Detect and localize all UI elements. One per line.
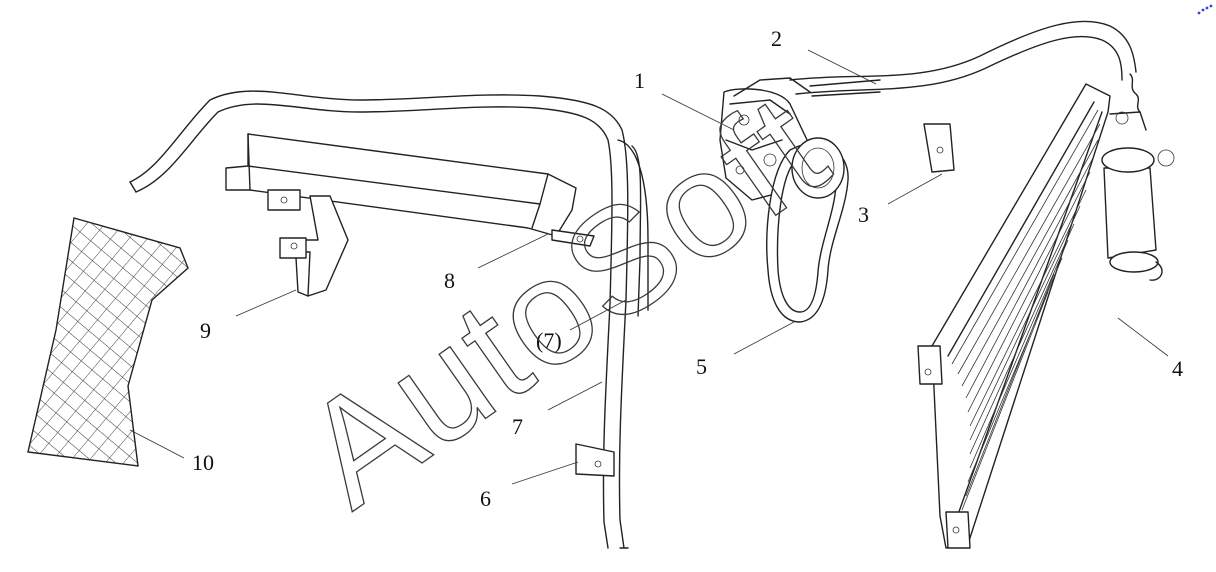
- callout-5: 5: [696, 354, 707, 379]
- clip-part-6: [575, 443, 615, 477]
- air-duct-part-8: [225, 133, 595, 247]
- leader-lines: [129, 49, 1169, 485]
- bracket-part-3: [923, 123, 955, 173]
- corner-logo-icon: [1197, 4, 1213, 15]
- condenser-fins: [951, 109, 1101, 511]
- callout-8: 8: [444, 268, 455, 293]
- callout-10: 10: [192, 450, 214, 475]
- callout-2: 2: [771, 26, 782, 51]
- callout-4: 4: [1172, 356, 1183, 381]
- hose-part-2: [789, 20, 1137, 97]
- callout-9: 9: [200, 318, 211, 343]
- callout-1: 1: [634, 68, 645, 93]
- callout-3: 3: [858, 202, 869, 227]
- mesh-screen-part: [27, 217, 189, 467]
- callout-7-paren: (7): [536, 328, 562, 353]
- callout-7: 7: [512, 414, 523, 439]
- bracket-part-9: [279, 195, 349, 297]
- belt-pulley-part-5: [766, 137, 849, 323]
- callout-6: 6: [480, 486, 491, 511]
- condenser-part-4: [917, 73, 1175, 549]
- hose-part-7: [129, 90, 649, 549]
